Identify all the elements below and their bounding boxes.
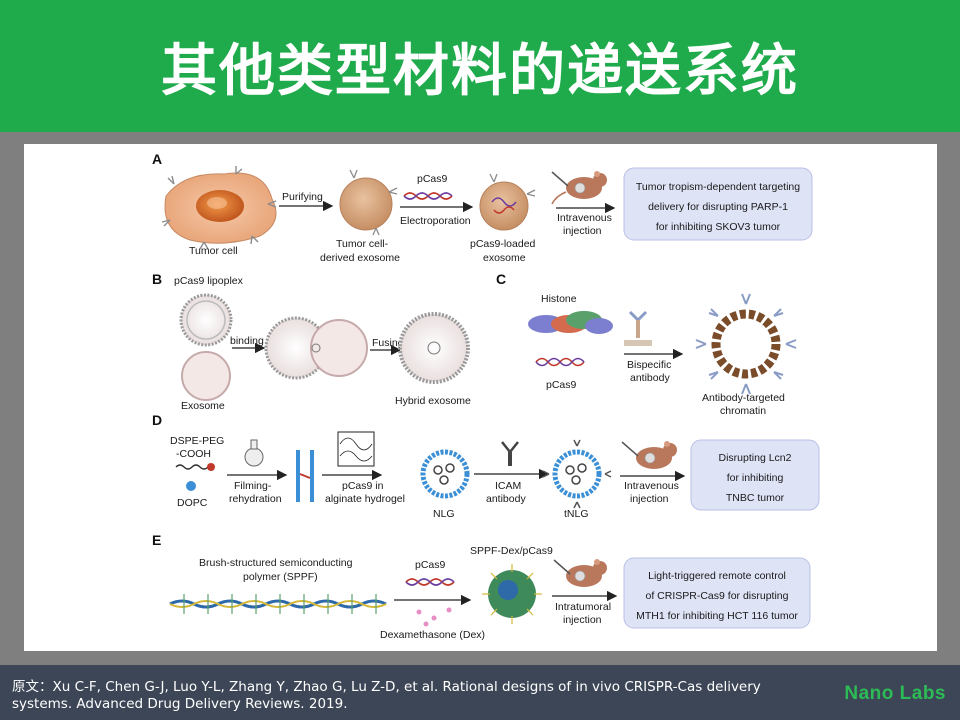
chromatin-label-line2: chromatin <box>720 405 766 417</box>
citation-text: 原文：Xu C-F, Chen G-J, Luo Y-L, Zhang Y, Z… <box>12 679 761 712</box>
result-box-e <box>623 557 811 629</box>
fusing-label: Fusing <box>372 337 404 349</box>
result-a-line1: Tumor tropism-dependent targeting <box>636 181 800 193</box>
figure-panel: A Tumor cell Purifying Tumor cell- deriv… <box>24 144 937 651</box>
injection-d-line2: injection <box>630 493 669 505</box>
nlg-illustration <box>420 449 470 499</box>
pcas9-label-a: pCas9 <box>417 173 448 185</box>
dopc-label: DOPC <box>177 497 208 509</box>
panel-c-label: C <box>496 271 506 287</box>
sppf-dex-label: SPPF-Dex/pCas9 <box>470 545 553 557</box>
panel-b-label: B <box>152 271 162 287</box>
tnlg-label: tNLG <box>564 508 589 520</box>
panel-a-label: A <box>152 151 162 167</box>
histone-label: Histone <box>541 293 577 305</box>
loaded-exosome-label-line2: exosome <box>483 252 526 264</box>
electroporation-label: Electroporation <box>400 215 471 227</box>
icam-label-line2: antibody <box>486 493 526 505</box>
binding-label: binding <box>230 335 264 347</box>
alginate-label-line2: alginate hydrogel <box>325 493 405 505</box>
result-d-line3: TNBC tumor <box>726 492 785 504</box>
mouse-icon-d <box>621 441 677 469</box>
hybrid-exosome-illustration <box>398 312 470 384</box>
crispr-delivery-diagram: A Tumor cell Purifying Tumor cell- deriv… <box>152 151 820 641</box>
exosome-b-illustration <box>181 351 231 401</box>
lipoplex-illustration <box>179 293 233 347</box>
footer-bar: 原文：Xu C-F, Chen G-J, Luo Y-L, Zhang Y, Z… <box>0 665 960 720</box>
binding-vesicles-illustration <box>264 316 368 380</box>
pcas9-label-c: pCas9 <box>546 379 577 391</box>
loaded-exosome-label-line1: pCas9-loaded <box>470 238 536 250</box>
dex-molecules-icon <box>416 607 452 627</box>
result-box-d <box>690 439 820 511</box>
bispecific-label-line1: Bispecific <box>627 359 671 371</box>
dopc-icon <box>186 481 196 491</box>
title-bar: 其他类型材料的递送系统 <box>0 0 960 132</box>
result-a-line3: for inhibiting SKOV3 tumor <box>656 221 781 233</box>
exosome-label-line1: Tumor cell- <box>336 238 389 250</box>
filming-label-line2: rehydration <box>229 493 282 505</box>
lipid-stack-illustration <box>296 450 314 502</box>
exosome-b-label: Exosome <box>181 400 225 412</box>
page-title: 其他类型材料的递送系统 <box>161 38 799 104</box>
lipoplex-label: pCas9 lipoplex <box>174 275 244 287</box>
pcas9-label-e: pCas9 <box>415 559 446 571</box>
result-a-line2: delivery for disrupting PARP-1 <box>648 201 788 213</box>
bispecific-antibody-illustration <box>624 310 652 346</box>
injection-e-line1: Intratumoral <box>555 601 611 613</box>
alginate-label-line1: pCas9 in <box>342 480 384 492</box>
injection-a-line1: Intravenous <box>557 212 612 224</box>
panel-e-label: E <box>152 532 161 548</box>
mouse-icon-a <box>551 171 607 205</box>
chromatin-illustration <box>695 293 797 395</box>
tumor-cell-illustration <box>161 166 277 250</box>
exosome-illustration <box>339 169 398 236</box>
injection-e-line2: injection <box>563 614 602 626</box>
result-d-line2: for inhibiting <box>727 472 784 484</box>
result-box-a <box>623 167 813 241</box>
syringe-icon-a <box>551 171 569 187</box>
exosome-label-line2: derived exosome <box>320 252 400 264</box>
dex-label: Dexamethasone (Dex) <box>380 629 485 641</box>
result-d-line1: Disrupting Lcn2 <box>719 452 792 464</box>
filming-label-line1: Filming- <box>234 480 272 492</box>
injection-d-line1: Intravenous <box>624 480 679 492</box>
result-e-line1: Light-triggered remote control <box>648 570 786 582</box>
loaded-exosome-illustration <box>479 173 536 231</box>
syringe-icon-d <box>621 441 639 457</box>
histone-illustration <box>528 311 613 334</box>
bispecific-label-line2: antibody <box>630 372 670 384</box>
icam-label-line1: ICAM <box>495 480 521 492</box>
result-e-line2: of CRISPR-Cas9 for disrupting <box>646 590 789 602</box>
hybrid-exosome-label: Hybrid exosome <box>395 395 471 407</box>
sppf-polymer-illustration <box>169 594 387 614</box>
sppf-label-line2: polymer (SPPF) <box>243 571 318 583</box>
mouse-icon-e <box>553 559 607 587</box>
tumor-cell-label: Tumor cell <box>189 245 238 257</box>
chromatin-label-line1: Antibody-targeted <box>702 392 785 404</box>
icam-antibody-icon <box>501 441 519 466</box>
purifying-label: Purifying <box>282 191 323 203</box>
nlg-label: NLG <box>433 508 455 520</box>
injection-a-line2: injection <box>563 225 602 237</box>
syringe-icon-e <box>553 559 571 575</box>
sppf-dex-nanoparticle-illustration <box>482 564 542 624</box>
dspe-label-line1: DSPE-PEG <box>170 435 224 447</box>
sppf-label-line1: Brush-structured semiconducting <box>199 557 353 569</box>
panel-d-label: D <box>152 412 162 428</box>
brand-logo-text: Nano Labs <box>844 683 946 704</box>
tnlg-illustration <box>542 439 612 509</box>
result-e-line3: MTH1 for inhibiting HCT 116 tumor <box>636 610 798 622</box>
dspe-chain-icon <box>175 464 209 470</box>
dspe-label-line2: -COOH <box>176 448 211 460</box>
flask-icon <box>244 439 264 467</box>
hydrogel-icon <box>337 431 375 467</box>
